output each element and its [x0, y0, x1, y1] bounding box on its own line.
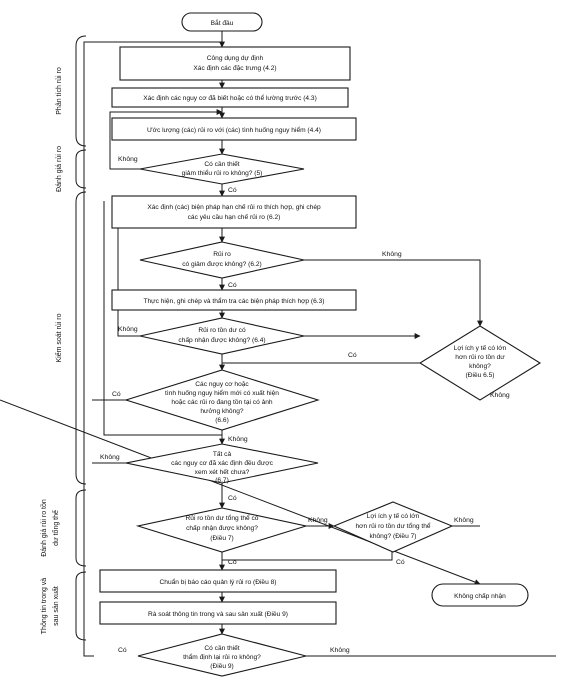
d3-no-label: Không — [118, 326, 138, 333]
decision-benefit-outweighs-residual: Lợi ích y tế có lớn hơn rủi ro tồn dư kh… — [418, 325, 542, 401]
d6-yes-label: Có — [228, 495, 237, 502]
decision-all-hazards-considered: Tất cả các nguy cơ đã xác định đều được … — [125, 443, 319, 484]
d7-no-label: Không — [308, 517, 328, 524]
svg-text:không?: không? — [469, 363, 491, 370]
d2-yes-label: Có — [228, 282, 237, 289]
svg-text:hoặc các rủi ro đang tồn tại c: hoặc các rủi ro đang tồn tại có ảnh — [171, 397, 273, 406]
section-risk-analysis: Phân tích rủi ro — [55, 67, 63, 115]
svg-text:giảm thiểu rủi ro không? (5): giảm thiểu rủi ro không? (5) — [182, 169, 263, 177]
svg-text:Lợi ích y tế có lớn: Lợi ích y tế có lớn — [367, 511, 420, 520]
d4-yes-label: Có — [348, 352, 357, 359]
decision-overall-residual-acceptable: Rủi ro tồn dư tổng thể có chấp nhận được… — [135, 507, 309, 553]
decision-risk-reduction-needed: Có cần thiết giảm thiểu rủi ro không? (5… — [139, 153, 305, 185]
d5-yes-label: Có — [112, 391, 121, 398]
svg-text:hưởng không?: hưởng không? — [200, 407, 244, 415]
svg-text:hơn rủi ro tồn dư tổng thể: hơn rủi ro tồn dư tổng thể — [355, 521, 430, 530]
svg-text:có giảm được không? (6.2): có giảm được không? (6.2) — [182, 261, 261, 268]
d6-no-label: Không — [100, 454, 120, 461]
section-risk-control: Kiểm soát rủi ro — [55, 313, 63, 362]
d7-yes-label: Có — [228, 559, 237, 566]
svg-text:các nguy cơ đã xác định đều đư: các nguy cơ đã xác định đều được — [171, 458, 273, 467]
process-identify-hazards: Xác định các nguy cơ đã biết hoặc có thể… — [111, 87, 349, 108]
svg-text:Rủi ro: Rủi ro — [213, 250, 231, 258]
svg-text:thẩm định lại rủi ro không?: thẩm định lại rủi ro không? — [183, 653, 261, 661]
process-review-production-info: Rà soát thông tin trong và sau sản xuất … — [99, 601, 337, 625]
svg-text:(Điều 7): (Điều 7) — [210, 533, 233, 542]
svg-text:Xác định các đặc trưng (4.2): Xác định các đặc trưng (4.2) — [193, 65, 276, 72]
svg-text:(Điều 9): (Điều 9) — [210, 661, 233, 670]
svg-text:Thực hiện, ghi chép và thẩm tr: Thực hiện, ghi chép và thẩm tra các biện… — [143, 297, 324, 305]
svg-text:Rủi ro tồn dư có: Rủi ro tồn dư có — [198, 325, 246, 334]
svg-text:không? (Điều 7): không? (Điều 7) — [370, 531, 417, 540]
svg-text:Rà soát thông tin trong và sau: Rà soát thông tin trong và sau sản xuất … — [148, 609, 288, 618]
decision-new-hazards: Các nguy cơ hoặc tình huống nguy hiểm mớ… — [124, 369, 320, 431]
svg-text:Công dụng dự định: Công dụng dự định — [207, 55, 264, 62]
section-production-info-line1: Thông tin trong và — [41, 578, 48, 635]
svg-text:Tất cả: Tất cả — [213, 449, 232, 458]
svg-text:chấp nhận được không?: chấp nhận được không? — [186, 523, 258, 532]
decision-residual-risk-acceptable: Rủi ro tồn dư có chấp nhận được không? (… — [139, 317, 305, 355]
d4-no-label: Không — [490, 392, 510, 399]
process-risk-control-measures: Xác định (các) biện pháp hạn chế rủi ro … — [111, 195, 357, 229]
svg-text:Ước lượng (các) rủi ro với (cá: Ước lượng (các) rủi ro với (các) tình hu… — [147, 125, 321, 134]
decision-reassess-risk: Có cần thiết thẩm định lại rủi ro không?… — [137, 633, 307, 677]
svg-text:Không chấp nhận: Không chấp nhận — [454, 591, 506, 600]
d1-no-label: Không — [118, 156, 138, 163]
process-implement-verify: Thực hiện, ghi chép và thẩm tra các biện… — [111, 289, 357, 311]
d8-no-label: Không — [454, 517, 474, 524]
svg-text:Xác định (các) biện pháp hạn c: Xác định (các) biện pháp hạn chế rủi ro … — [147, 202, 321, 211]
process-estimate-risks: Ước lượng (các) rủi ro với (các) tình hu… — [111, 117, 357, 141]
section-brackets — [75, 35, 87, 641]
svg-text:hơn rủi ro tồn dư: hơn rủi ro tồn dư — [455, 352, 505, 361]
section-labels: Phân tích rủi ro Đánh giá rủi ro Kiểm so… — [39, 67, 63, 634]
svg-text:Có cần thiết: Có cần thiết — [204, 159, 239, 168]
decision-risk-reducible: Rủi ro có giảm được không? (6.2) — [139, 241, 305, 279]
svg-text:xem xét hết chưa?: xem xét hết chưa? — [195, 467, 250, 476]
branch-labels: Không Có Không Có Không Có Không Có Khôn… — [100, 156, 510, 654]
svg-text:các yêu cầu hạn chế rủi ro (6.: các yêu cầu hạn chế rủi ro (6.2) — [188, 212, 281, 221]
svg-text:Bắt đầu: Bắt đầu — [211, 18, 234, 27]
process-intended-use: Công dụng dự định Xác định các đặc trưng… — [119, 46, 351, 81]
svg-text:Rủi ro tồn dư tổng thể có: Rủi ro tồn dư tổng thể có — [186, 513, 259, 522]
terminal-not-acceptable: Không chấp nhận — [431, 583, 529, 607]
start-node: Bắt đầu — [181, 12, 263, 32]
svg-text:Có cần thiết: Có cần thiết — [204, 643, 239, 652]
d8-yes-label: Có — [396, 559, 405, 566]
d2-no-label: Không — [382, 251, 402, 258]
svg-text:(6.7): (6.7) — [215, 477, 229, 484]
section-production-info-line2: sau sản xuất — [51, 586, 60, 626]
d5-no-label: Không — [228, 436, 248, 443]
svg-text:Lợi ích y tế có lớn: Lợi ích y tế có lớn — [454, 343, 507, 352]
d1-yes-label: Có — [228, 187, 237, 194]
svg-text:Các nguy cơ hoặc: Các nguy cơ hoặc — [195, 381, 249, 388]
decision-benefit-outweighs-overall: Lợi ích y tế có lớn hơn rủi ro tồn dư tổ… — [332, 501, 454, 553]
svg-text:Xác định các nguy cơ đã biết h: Xác định các nguy cơ đã biết hoặc có thể… — [143, 93, 317, 102]
svg-text:(Điều 6.5): (Điều 6.5) — [466, 370, 495, 379]
svg-text:chấp nhận được không? (6.4): chấp nhận được không? (6.4) — [178, 335, 265, 344]
svg-text:(6.6): (6.6) — [215, 417, 229, 424]
section-overall-residual-risk-line2: dư tổng thể — [52, 510, 60, 546]
svg-text:Chuẩn bị báo cáo quản lý rủi r: Chuẩn bị báo cáo quản lý rủi ro (Điều 8) — [160, 577, 277, 586]
d9-yes-label: Có — [118, 647, 127, 654]
svg-text:tình huống nguy hiểm mới có xu: tình huống nguy hiểm mới có xuất hiện — [165, 388, 279, 397]
process-risk-report: Chuẩn bị báo cáo quản lý rủi ro (Điều 8) — [99, 569, 337, 593]
section-risk-evaluation: Đánh giá rủi ro — [55, 146, 63, 192]
section-overall-residual-risk-line1: Đánh giá rủi ro tồn — [39, 499, 48, 557]
d9-no-label: Không — [330, 647, 350, 654]
